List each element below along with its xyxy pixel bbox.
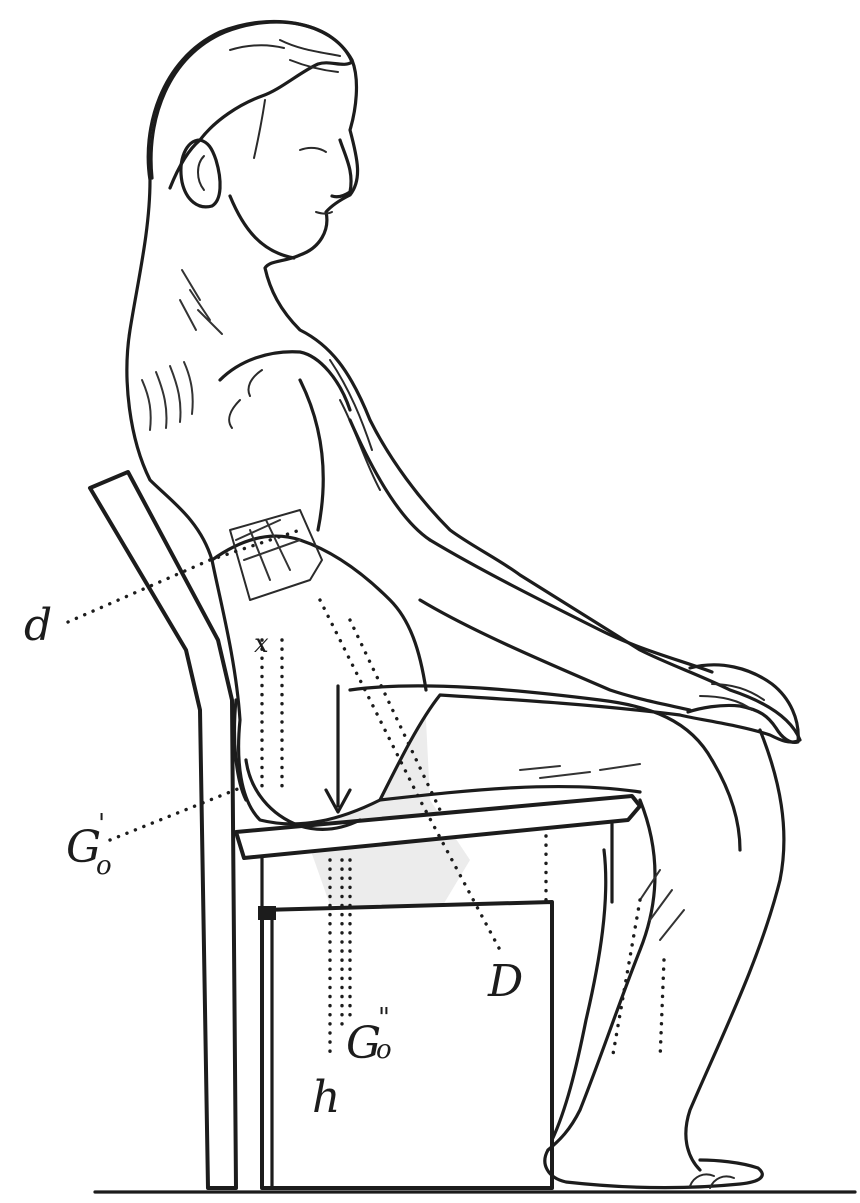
label-g-double-sup: ": [378, 1003, 390, 1033]
label-g-prime-sub: o: [96, 851, 112, 881]
shin-dots: [612, 900, 640, 1060]
label-g-double-sub: o: [376, 1035, 392, 1065]
shin-front: [686, 730, 784, 1170]
label-x: x: [254, 629, 269, 659]
rear-lower-leg: [552, 850, 606, 1140]
label-g-prime-sup: ': [98, 809, 105, 839]
heel-dots: [660, 960, 664, 1060]
label-h: h: [312, 1072, 340, 1123]
thigh-hatching: [520, 764, 640, 778]
chair-base: [262, 902, 552, 1188]
calf-back: [548, 800, 655, 1150]
chair-base-corner: [258, 906, 276, 920]
chair-back: [90, 472, 236, 1188]
label-d: d: [24, 600, 52, 651]
knee: [712, 760, 740, 850]
label-big-d: D: [487, 956, 523, 1007]
foot: [545, 1150, 762, 1188]
